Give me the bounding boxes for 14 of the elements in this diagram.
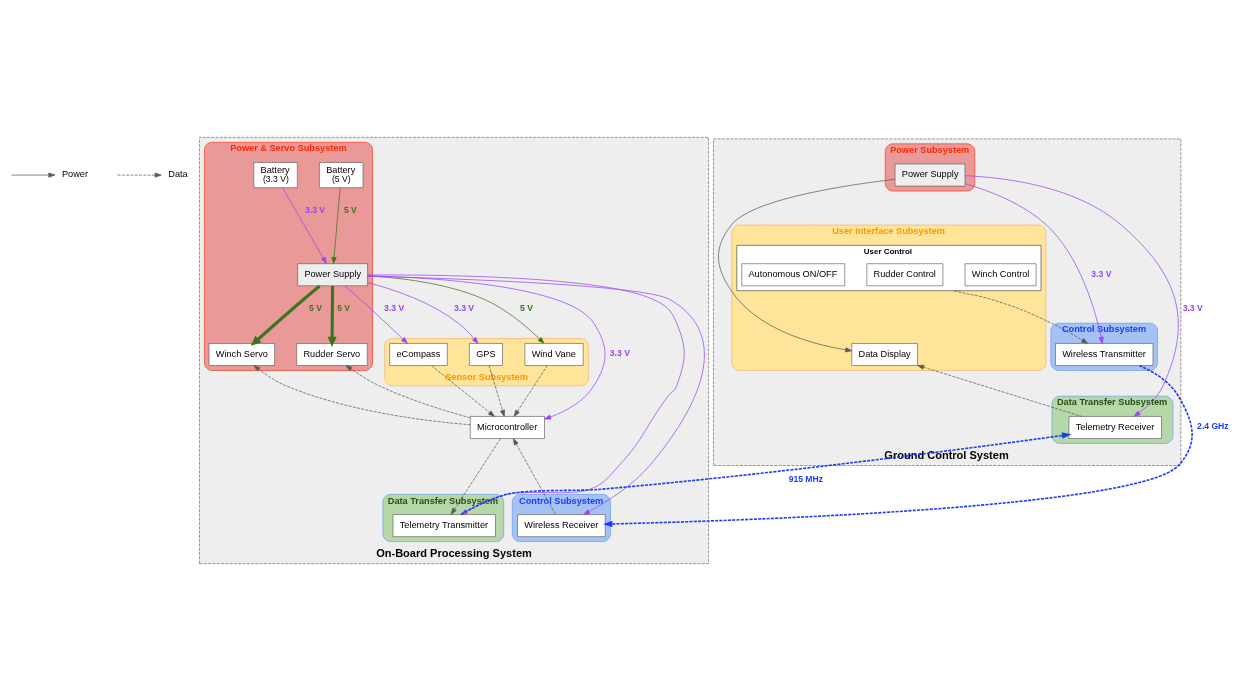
edge-label: 3.3 V bbox=[609, 347, 630, 358]
edge-label: 5 V bbox=[519, 302, 533, 313]
edge-label: 5 V bbox=[337, 302, 351, 313]
legend-label: Data bbox=[168, 168, 188, 179]
edge-label: 915 MHz bbox=[788, 473, 823, 484]
edge-label: 3.3 V bbox=[384, 302, 405, 313]
edge-label: 5 V bbox=[343, 204, 357, 215]
edge-label: 3.3 V bbox=[305, 204, 326, 215]
edge-label: 3.3 V bbox=[1182, 302, 1203, 313]
edge-label: 5 V bbox=[308, 302, 322, 313]
edge-label: 3.3 V bbox=[1091, 268, 1112, 279]
edge-label: 3.3 V bbox=[454, 302, 475, 313]
legend-label: Power bbox=[61, 168, 89, 179]
edge-label: 2.4 GHz bbox=[1197, 420, 1229, 431]
